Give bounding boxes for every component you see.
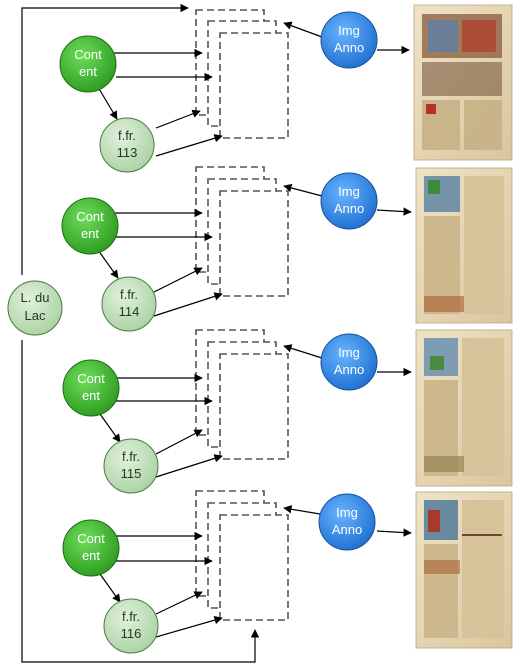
manuscript-thumbnail[interactable] [413,4,513,161]
manuscript-node-label-line2: 114 [119,304,140,319]
manuscript-thumbnail[interactable] [415,329,513,487]
content-node-label-line2: ent [81,226,99,241]
manuscript-node[interactable]: f.fr. 115 [103,438,159,494]
page-stack[interactable] [195,490,289,621]
manuscript-node[interactable]: f.fr. 113 [99,117,155,173]
group-114: Cont ent f.fr. 114 Img Anno [61,166,513,332]
annotation-node-label-line1: Img [336,505,358,520]
page-stack[interactable] [195,9,289,139]
annotation-node-label-line2: Anno [334,201,364,216]
group-115: Cont ent f.fr. 115 Img Anno [62,329,513,494]
content-node-label-line1: Cont [77,371,105,386]
manuscript-node[interactable]: f.fr. 114 [101,276,157,332]
manuscript-node-label-line1: f.fr. [122,449,140,464]
root-connectors [21,3,260,663]
manuscript-thumbnail[interactable] [415,167,513,324]
page-stack[interactable] [195,329,289,460]
root-node-label-line1: L. du [21,290,50,305]
content-node-label-line2: ent [82,548,100,563]
content-node-label-line1: Cont [74,47,102,62]
group-113: Cont ent f.fr. 113 Img Anno [59,4,513,173]
content-node-label-line1: Cont [77,531,105,546]
manuscript-node-label-line1: f.fr. [118,128,136,143]
annotation-node[interactable]: Img Anno [320,333,378,391]
manuscript-node-label-line1: f.fr. [120,287,138,302]
content-node[interactable]: Cont ent [59,35,117,93]
annotation-node[interactable]: Img Anno [320,11,378,69]
manuscript-node-label-line2: 113 [117,145,138,160]
manuscript-node-label-line1: f.fr. [122,609,140,624]
content-node[interactable]: Cont ent [61,197,119,255]
content-node-label-line2: ent [82,388,100,403]
content-node[interactable]: Cont ent [62,359,120,417]
annotation-node-label-line2: Anno [332,522,362,537]
annotation-node-label-line2: Anno [334,40,364,55]
content-node[interactable]: Cont ent [62,519,120,577]
manuscript-node-label-line2: 115 [121,466,142,481]
content-node-label-line2: ent [79,64,97,79]
page-stack[interactable] [195,166,289,297]
annotation-node-label-line1: Img [338,345,360,360]
root-node[interactable]: L. du Lac [7,280,63,336]
manuscript-node[interactable]: f.fr. 116 [103,598,159,654]
manuscript-node-label-line2: 116 [121,626,142,641]
annotation-node[interactable]: Img Anno [320,172,378,230]
annotation-node[interactable]: Img Anno [318,493,376,551]
annotation-node-label-line1: Img [338,23,360,38]
content-node-label-line1: Cont [76,209,104,224]
group-116: Cont ent f.fr. 116 Img Anno [62,490,513,654]
annotation-node-label-line2: Anno [334,362,364,377]
root-node-label-line2: Lac [25,308,46,323]
annotation-node-label-line1: Img [338,184,360,199]
manuscript-thumbnail[interactable] [415,491,513,649]
